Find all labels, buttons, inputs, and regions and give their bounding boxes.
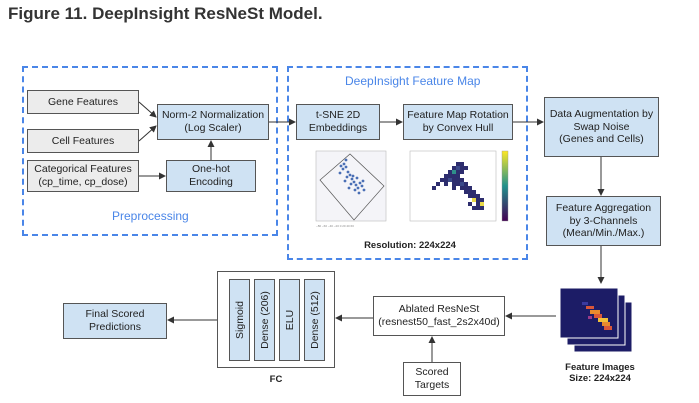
arrow-cell-to-norm [138,125,157,142]
norm-normalization-box: Norm-2 Normalization (Log Scaler) [157,104,269,140]
rotated-feature-map-thumbnail [409,150,509,222]
ablated-resnest-box: Ablated ResNeSt (resnest50_fast_2s2x40d) [373,296,505,336]
fc-layer-dense-206: Dense (206) [254,279,275,361]
gene-features-box: Gene Features [27,90,139,114]
figure-title: Figure 11. DeepInsight ResNeSt Model. [8,4,323,23]
fc-layer-elu: ELU [279,279,300,361]
one-hot-encoding-box: One-hot Encoding [166,160,256,192]
scored-targets-box: Scored Targets [403,362,461,396]
cell-features-box: Cell Features [27,129,139,153]
feature-images-stack [560,288,633,353]
categorical-features-box: Categorical Features (cp_time, cp_dose) [27,160,139,192]
feature-map-label: DeepInsight Feature Map [345,74,481,88]
tsne-scatter-thumbnail: −80 −60 −40 −20 0 20 40 60 [315,150,387,228]
feature-map-rotation-box: Feature Map Rotation by Convex Hull [403,104,513,140]
arrow-gene-to-norm [138,101,157,118]
fc-layer-dense-512: Dense (512) [304,279,325,361]
fc-layer-sigmoid: Sigmoid [229,279,250,361]
resolution-label: Resolution: 224x224 [364,240,456,251]
tsne-embeddings-box: t-SNE 2D Embeddings [296,104,380,140]
fc-label: FC [269,374,283,385]
preprocessing-label: Preprocessing [112,209,189,223]
data-augmentation-box: Data Augmentation by Swap Noise (Genes a… [544,97,659,157]
svg-text:−80 −60 −40 −20 0 20: −80 −60 −40 −20 0 20 40 60 [316,224,354,228]
feature-aggregation-box: Feature Aggregation by 3-Channels (Mean/… [546,196,661,246]
feature-images-label: Feature Images Size: 224x224 [565,362,635,385]
feature-map-section [287,66,528,260]
preprocessing-section [22,66,278,236]
final-predictions-box: Final Scored Predictions [63,303,167,339]
